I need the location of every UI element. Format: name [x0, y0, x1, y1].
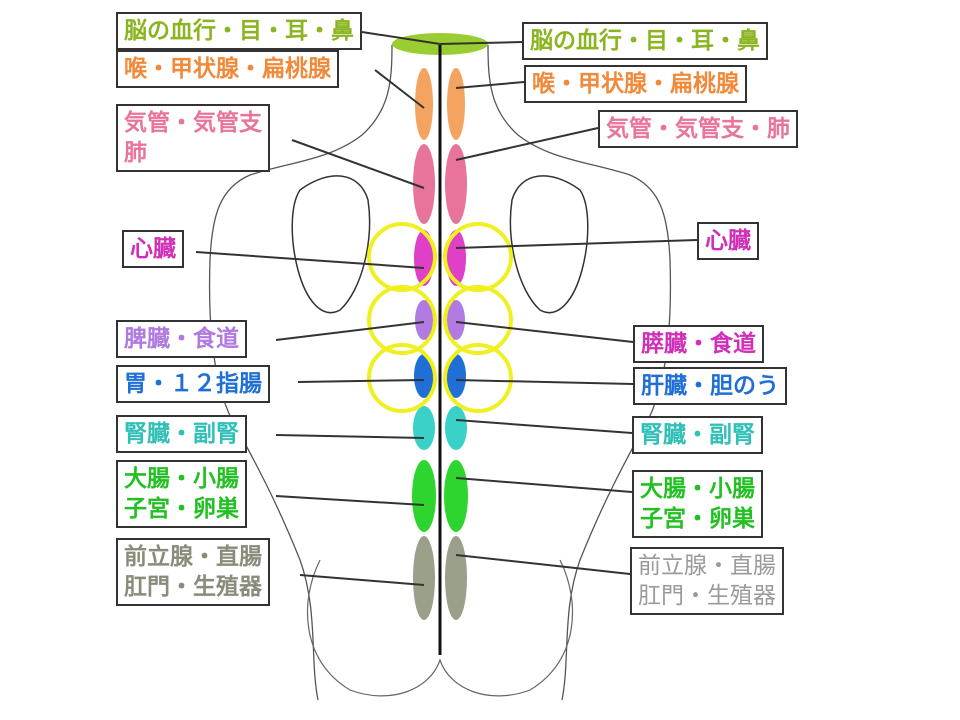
lung-zone-left: [413, 144, 435, 224]
label-lung-left-line2: 肺: [124, 140, 147, 166]
ring-heart-left: [367, 222, 437, 292]
body-outline: [208, 44, 672, 701]
leader-stomach-left: [297, 379, 425, 383]
ring-stomach-left: [367, 343, 437, 413]
stomach-zone-right: [446, 354, 466, 398]
leader-brain-left: [361, 31, 441, 45]
spleen-zone-right: [447, 300, 465, 340]
leader-kidney-left: [275, 434, 425, 439]
intestine-zone-right: [444, 460, 468, 532]
label-stomach-right-text: 肝臓・胆のう: [641, 373, 779, 399]
ring-spleen-left: [367, 285, 437, 355]
label-intestine-right-line2: 子宮・卵巣: [640, 506, 755, 532]
label-intestine-right: 大腸・小腸 子宮・卵巣: [632, 470, 763, 538]
leader-lines-left: [195, 31, 441, 586]
label-heart-left: 心臓: [122, 230, 184, 268]
lung-zone-right: [445, 144, 467, 224]
buttocks-outline: [306, 559, 574, 697]
label-spleen-right: 膵臓・食道: [633, 325, 764, 363]
stomach-zone-left: [414, 354, 434, 398]
label-intestine-left-line2: 子宮・卵巣: [124, 496, 239, 522]
heart-zone-right: [446, 230, 466, 286]
label-lung-left: 気管・気管支 肺: [116, 104, 270, 172]
kidney-zone-right: [445, 406, 467, 450]
leader-spleen-right: [455, 321, 634, 343]
label-brain-right-text: 脳の血行・目・耳・鼻: [530, 28, 760, 54]
throat-zone-right: [447, 68, 465, 140]
label-kidney-right: 腎臓・副腎: [632, 416, 763, 454]
pelvic-zone-left: [413, 536, 435, 620]
label-spleen-left: 脾臓・食道: [116, 320, 247, 358]
label-lung-right-text: 気管・気管支・肺: [606, 116, 790, 142]
throat-zone-left: [415, 68, 433, 140]
label-pelvic-right-line1: 前立腺・直腸: [638, 553, 776, 579]
heart-zone-left: [414, 230, 434, 286]
label-brain-left: 脳の血行・目・耳・鼻: [116, 12, 362, 50]
leader-pelvic-right: [455, 554, 631, 575]
label-kidney-left-text: 腎臓・副腎: [124, 421, 239, 447]
label-throat-right-text: 喉・甲状腺・扁桃腺: [532, 71, 739, 97]
leader-lung-right: [455, 127, 599, 161]
label-lung-right: 気管・気管支・肺: [598, 110, 798, 148]
pelvic-zone-right: [445, 536, 467, 620]
leader-heart-left: [195, 251, 425, 269]
ring-spleen-right: [443, 285, 513, 355]
leader-intestine-left: [275, 495, 425, 506]
label-kidney-right-text: 腎臓・副腎: [640, 422, 755, 448]
label-brain-left-text: 脳の血行・目・耳・鼻: [124, 18, 354, 44]
spleen-zone-left: [415, 300, 433, 340]
leader-pelvic-left: [299, 574, 425, 586]
leader-spleen-left: [275, 321, 425, 341]
label-stomach-right: 肝臓・胆のう: [633, 367, 787, 405]
label-pelvic-left: 前立腺・直腸 肛門・生殖器: [116, 538, 270, 606]
label-pelvic-right-line2: 肛門・生殖器: [638, 583, 776, 609]
leader-throat-left: [374, 69, 425, 109]
label-intestine-left: 大腸・小腸 子宮・卵巣: [116, 460, 247, 528]
label-intestine-right-line1: 大腸・小腸: [640, 476, 755, 502]
label-stomach-left-text: 胃・１２指腸: [124, 371, 262, 397]
label-pelvic-left-line1: 前立腺・直腸: [124, 544, 262, 570]
label-throat-left-text: 喉・甲状腺・扁桃腺: [124, 56, 331, 82]
leader-brain-right: [439, 41, 523, 45]
label-throat-left: 喉・甲状腺・扁桃腺: [116, 50, 339, 88]
leader-throat-right: [455, 81, 525, 89]
kidney-zone-left: [413, 406, 435, 450]
label-pelvic-right: 前立腺・直腸 肛門・生殖器: [630, 547, 784, 615]
label-intestine-left-line1: 大腸・小腸: [124, 466, 239, 492]
label-heart-left-text: 心臓: [130, 236, 176, 262]
label-spleen-left-text: 脾臓・食道: [124, 326, 239, 352]
label-lung-left-line1: 気管・気管支: [124, 110, 262, 136]
leader-lines-right: [439, 41, 698, 575]
leader-lung-left: [291, 139, 425, 189]
ring-stomach-right: [443, 343, 513, 413]
label-brain-right: 脳の血行・目・耳・鼻: [522, 22, 768, 60]
left-shoulder-blade: [291, 175, 371, 314]
intestine-zone-left: [412, 460, 436, 532]
label-throat-right: 喉・甲状腺・扁桃腺: [524, 65, 747, 103]
label-heart-right: 心臓: [697, 222, 759, 260]
ring-heart-right: [443, 222, 513, 292]
label-kidney-left: 腎臓・副腎: [116, 415, 247, 453]
leader-stomach-right: [455, 379, 634, 385]
label-stomach-left: 胃・１２指腸: [116, 365, 270, 403]
leader-intestine-right: [455, 477, 633, 493]
label-pelvic-left-line2: 肛門・生殖器: [124, 574, 262, 600]
label-spleen-right-text: 膵臓・食道: [641, 331, 756, 357]
leader-heart-right: [455, 239, 698, 249]
leader-kidney-right: [455, 419, 633, 434]
label-heart-right-text: 心臓: [705, 228, 751, 254]
